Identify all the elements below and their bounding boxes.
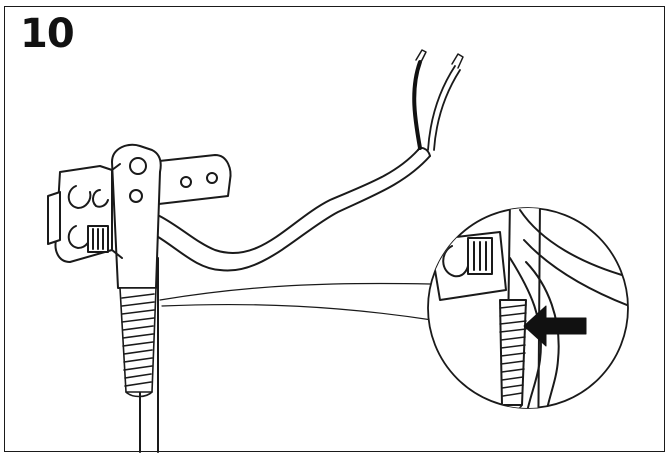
detail-magnifier: [427, 207, 629, 409]
step-number: 10: [20, 11, 75, 57]
threaded-anchor: [119, 287, 157, 398]
cable-clip: [47, 143, 232, 289]
arrow-left-icon: [523, 305, 587, 347]
cable-wires: [412, 49, 464, 151]
callout-connector: [159, 282, 433, 321]
cable: [131, 147, 431, 453]
